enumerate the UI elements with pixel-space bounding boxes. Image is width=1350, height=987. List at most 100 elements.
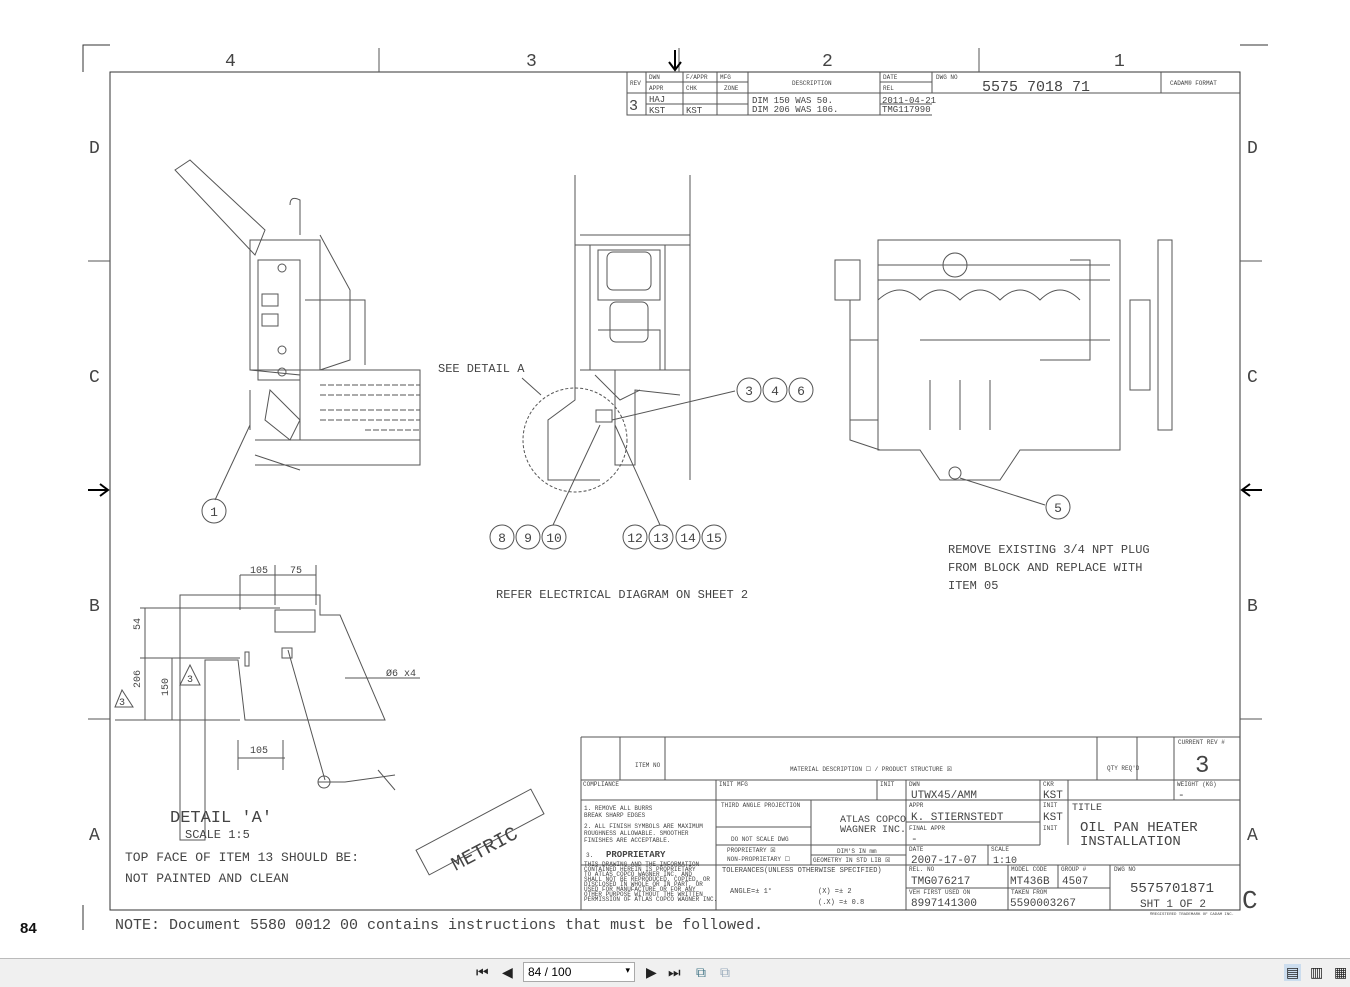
drawing-label: DWN: [649, 74, 660, 81]
zone-label: 3: [526, 52, 537, 72]
drawing-label: 105: [250, 566, 268, 577]
drawing-label: COMPLIANCE: [583, 781, 619, 788]
drawing-label: 1. REMOVE ALL BURRS: [584, 805, 653, 812]
drawing-label: ROUGHNESS ALLOWABLE. SMOOTHER: [584, 830, 689, 837]
drawing-title: OIL PAN HEATER: [1080, 820, 1198, 836]
export-page-icon[interactable]: ⧉: [720, 964, 730, 980]
drawing-title: INSTALLATION: [1080, 834, 1181, 850]
drawing-label: MATERIAL DESCRIPTION ☐ / PRODUCT STRUCTU…: [790, 766, 952, 773]
drawing-label: 3: [187, 675, 193, 686]
drawing-label: 13: [653, 531, 669, 546]
last-page-button[interactable]: ⏭: [668, 964, 681, 980]
zone-label: C: [1247, 368, 1258, 388]
two-page-view-icon[interactable]: ▦: [1334, 964, 1348, 980]
drawing-label: MFG: [720, 74, 731, 81]
drawing-label: 2007-17-07: [911, 855, 977, 867]
drawing-label: 14: [680, 531, 696, 546]
drawing-label: TMG117990: [882, 105, 931, 115]
drawing-label: 150: [161, 678, 172, 696]
drawing-label: K. STIERNSTEDT: [911, 812, 1004, 824]
drawing-label: 3.: [586, 852, 593, 859]
drawing-label: 12: [627, 531, 643, 546]
drawing-label: KST: [686, 106, 703, 116]
remove-note-line: FROM BLOCK AND REPLACE WITH: [948, 561, 1142, 575]
metric-stamp: METRIC: [448, 823, 522, 877]
drawing-label: 5590003267: [1010, 898, 1076, 910]
zone-label: 2: [822, 52, 833, 72]
zone-label: 4: [225, 52, 236, 72]
rotate-page-icon[interactable]: ⧉: [696, 964, 706, 980]
drawing-label: MT436B: [1010, 876, 1050, 888]
chevron-down-icon[interactable]: ▾: [625, 965, 630, 975]
callout-balloons: [201, 377, 1071, 550]
drawing-label: SHT 1 OF 2: [1140, 899, 1206, 911]
previous-page-button[interactable]: ◀: [502, 964, 513, 980]
drawing-label: 4: [771, 384, 779, 399]
drawing-label: DWG NO: [1114, 866, 1136, 873]
drawing-label: DISCLOSED IN WHOLE OR IN PART, OR: [584, 881, 703, 888]
drawing-label: CADAM® FORMAT: [1170, 80, 1217, 87]
drawing-label: REV: [630, 80, 641, 87]
remove-note-line: REMOVE EXISTING 3/4 NPT PLUG: [948, 543, 1150, 557]
drawing-label: DATE: [883, 74, 898, 81]
drawing-label: CKR: [1043, 781, 1054, 788]
see-detail-label: SEE DETAIL A: [438, 362, 525, 376]
drawing-label: REL. NO: [909, 866, 935, 873]
drawing-label: PERMISSION OF ATLAS COPCO WAGNER INC.: [584, 896, 717, 903]
drawing-label: 3: [119, 698, 125, 709]
drawing-label: CURRENT REV #: [1178, 739, 1225, 746]
drawing-label: 1: [210, 505, 218, 520]
drawing-label: 1:10: [993, 856, 1017, 867]
zone-label: A: [1247, 826, 1258, 846]
detail-a-view: [114, 565, 545, 876]
drawing-label: ATLAS COPCO: [840, 815, 906, 826]
drawing-label: ®REGISTERED TRADEMARK OF CADAM INC.: [1150, 912, 1234, 917]
drawing-label: OTHER PURPOSE WITHOUT THE WRITTEN: [584, 891, 703, 898]
pdf-toolbar: ⏮ ◀ 84 / 100▾ ▶ ⏭ ⧉ ⧉ ▤ ▥ ▦: [0, 958, 1350, 987]
engine-side-view: [174, 159, 421, 501]
drawing-label: TITLE: [1072, 803, 1102, 814]
drawing-label: REL: [883, 85, 894, 92]
first-page-button[interactable]: ⏮: [476, 964, 489, 980]
detail-title: DETAIL 'A': [170, 809, 272, 828]
drawing-label: MFG: [737, 781, 748, 788]
drawing-label: KST: [649, 106, 666, 116]
drawing-frame: [82, 44, 1268, 930]
remove-note-line: ITEM 05: [948, 579, 998, 593]
next-page-button[interactable]: ▶: [646, 964, 657, 980]
drawing-label: TO ATLAS COPCO WAGNER INC. AND: [584, 871, 692, 878]
drawing-label: APPR: [909, 802, 924, 809]
drawing-label: TOLERANCES(UNLESS OTHERWISE SPECIFIED): [722, 867, 882, 875]
drawing-label: DIM'S IN mm: [837, 848, 877, 855]
drawing-label: GEOMETRY IN STD LIB ☒: [813, 857, 890, 864]
drawing-label: INIT: [719, 781, 734, 788]
drawing-label: CHK: [686, 85, 697, 92]
drawing-label: FINISHES ARE ACCEPTABLE.: [584, 837, 670, 844]
continuous-view-icon[interactable]: ▥: [1310, 964, 1324, 980]
pdf-page: 4 3 2 1 D C B A D C B A REV DWN APPR F/A…: [0, 0, 1350, 958]
drawing-label: VEH FIRST USED ON: [909, 889, 971, 896]
drawing-label: DESCRIPTION: [792, 80, 832, 87]
drawing-label: SCALE: [991, 846, 1009, 853]
drawing-label: 3: [629, 98, 638, 115]
drawing-label: (.X) =± 0.8: [818, 899, 864, 907]
single-page-view-icon[interactable]: ▤: [1284, 964, 1302, 981]
drawing-label: 206: [133, 670, 144, 688]
drawing-label: FINAL APPR: [909, 825, 945, 832]
drawing-label: DIM 150 WAS 50.: [752, 96, 833, 106]
drawing-label: GROUP #: [1061, 866, 1087, 873]
drawing-label: 15: [706, 531, 722, 546]
drawing-label: THIRD ANGLE PROJECTION: [721, 802, 801, 809]
drawing-label: INIT: [1043, 825, 1058, 832]
zone-label: D: [1247, 139, 1258, 159]
drawing-label: 2011-04-21: [882, 96, 936, 106]
drawing-label: HAJ: [649, 95, 665, 105]
drawing-label: Ø6 x4: [386, 668, 416, 680]
drawing-label: TMG076217: [911, 876, 970, 888]
detail-note: TOP FACE OF ITEM 13 SHOULD BE:: [125, 850, 359, 865]
zone-label: 1: [1114, 52, 1125, 72]
revision-block: REV DWN APPR F/APPR CHK MFG ZONE DESCRIP…: [626, 72, 1240, 116]
page-number-input[interactable]: 84 / 100▾: [523, 962, 635, 982]
drawing-label: BREAK SHARP EDGES: [584, 812, 646, 819]
zone-label: B: [1247, 597, 1258, 617]
